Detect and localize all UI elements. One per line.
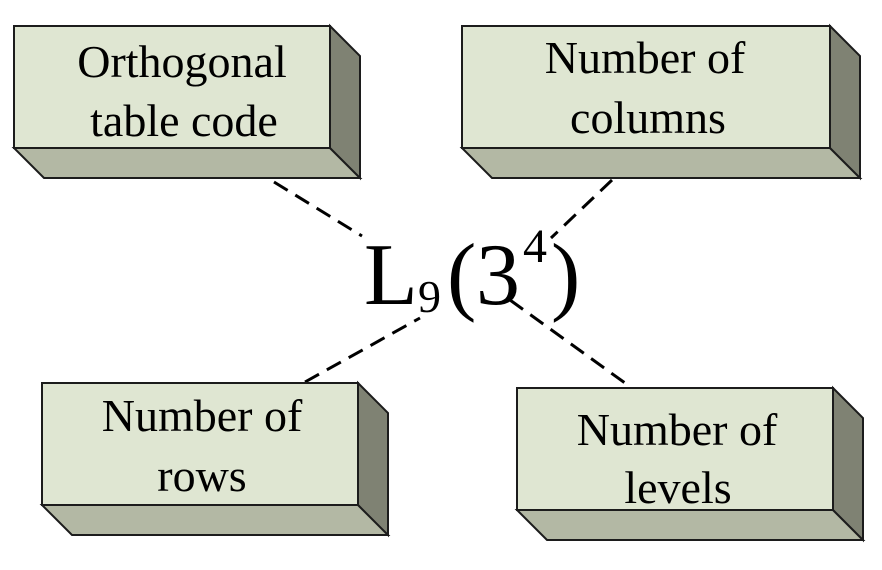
box-rows-top: [39, 504, 391, 536]
formula-base: 3: [476, 227, 520, 324]
box-table-code-front: [13, 25, 331, 149]
box-columns-line1: Number of: [545, 32, 746, 83]
box-columns-front: [461, 25, 831, 149]
box-levels-top: [514, 509, 866, 541]
connector-rows: [304, 316, 421, 384]
connector-table-code: [273, 180, 363, 238]
box-columns: Number of columns: [459, 23, 863, 181]
formula-subscript: 9: [418, 271, 441, 322]
box-table-code-top: [11, 147, 363, 179]
box-rows-line1: Number of: [102, 390, 303, 441]
box-table-code: Orthogonal table code: [11, 23, 363, 181]
connector-columns: [549, 178, 614, 240]
box-rows-front: [41, 382, 359, 506]
formula-close-paren: ): [551, 227, 580, 324]
box-columns-line2: columns: [570, 92, 726, 143]
box-columns-top: [459, 147, 863, 179]
box-table-code-line1: Orthogonal: [77, 36, 287, 87]
box-table-code-line2: table code: [90, 95, 278, 146]
box-levels-line2: levels: [624, 462, 731, 513]
box-levels-line1: Number of: [577, 404, 778, 455]
box-rows-line2: rows: [157, 450, 246, 501]
box-levels: Number of levels: [514, 385, 866, 543]
formula-exponent: 4: [523, 220, 547, 273]
formula-letter: L: [364, 227, 418, 324]
box-rows: Number of rows: [39, 380, 391, 538]
formula-l9-3-4: L 9 ( 3 4 ): [364, 220, 580, 324]
formula-open-paren: (: [447, 227, 476, 324]
box-levels-front: [516, 387, 834, 511]
